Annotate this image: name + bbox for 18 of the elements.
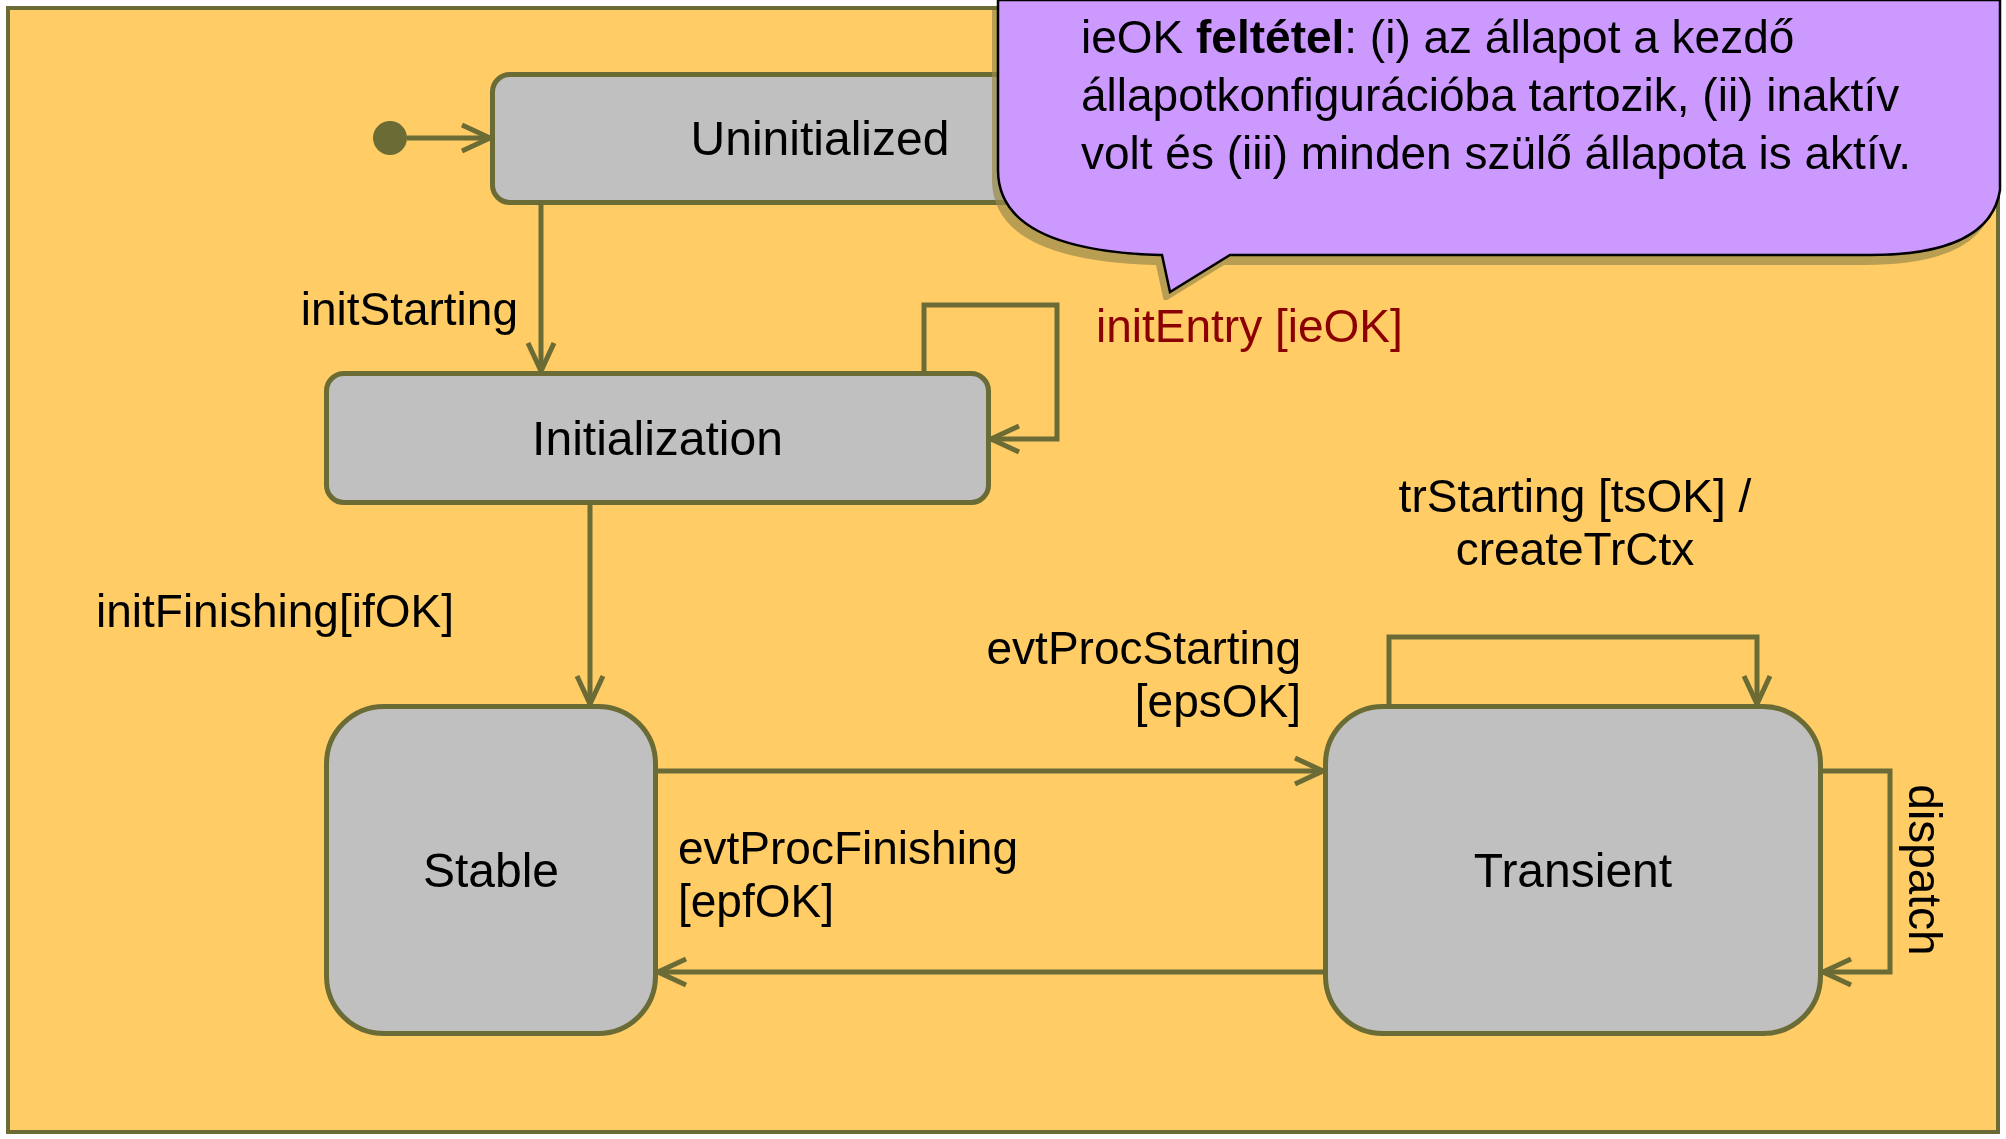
initial-state-dot bbox=[373, 121, 407, 155]
note-tooltip bbox=[990, 0, 2002, 300]
transition-label: dispatch bbox=[1898, 784, 1952, 956]
state-name: Transient bbox=[1473, 842, 1673, 898]
transition-label: trStarting [tsOK] / createTrCtx bbox=[1397, 470, 1753, 576]
transition-label: evtProcStarting [epsOK] bbox=[985, 622, 1301, 728]
note-text: ieOK feltétel: (i) az állapot a kezdő állapotkonfigurációba tartozik, (ii) inaktív volt és (iii) minden szülő állapota is aktív. bbox=[1081, 10, 1913, 181]
state-name: Initialization bbox=[532, 410, 783, 466]
transition-label: initFinishing[ifOK] bbox=[96, 585, 455, 638]
state-box bbox=[1323, 704, 1823, 1036]
state-box bbox=[324, 371, 991, 505]
transition-arrow bbox=[921, 302, 1060, 455]
transition-label: initStarting bbox=[299, 283, 518, 336]
transition-label: evtProcFinishing [epfOK] bbox=[678, 822, 1020, 928]
transition-label: initEntry [ieOK] bbox=[1096, 300, 1404, 353]
state-name: Uninitialized bbox=[690, 111, 950, 166]
state-box bbox=[324, 704, 658, 1036]
state-name: Stable bbox=[422, 842, 560, 898]
